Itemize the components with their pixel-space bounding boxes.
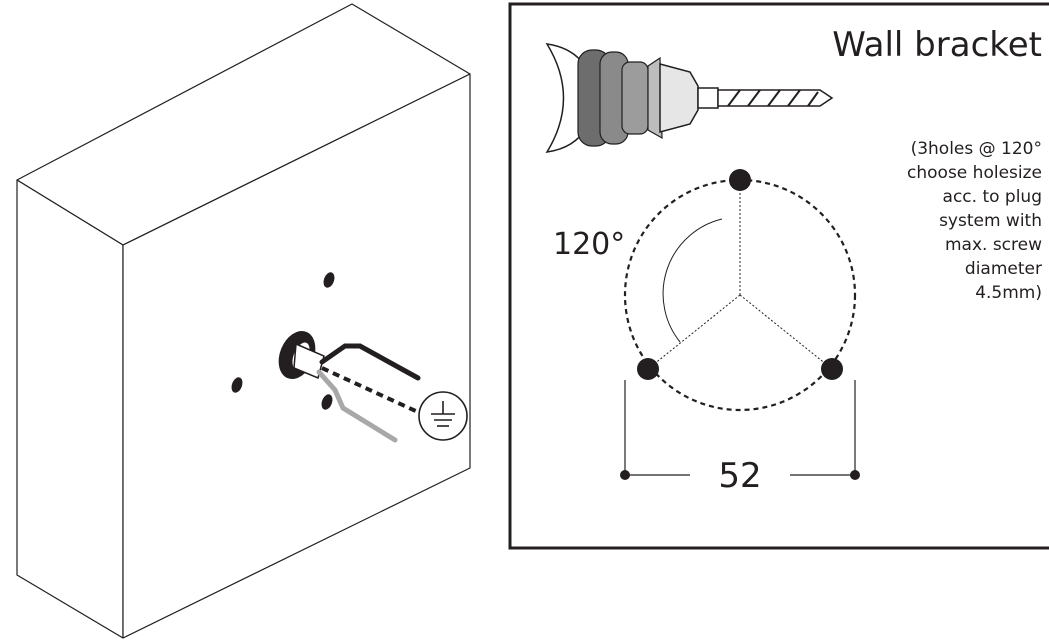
dimension-line	[620, 380, 860, 480]
hole-top	[729, 169, 751, 191]
note-line-5: max. screw	[945, 235, 1042, 255]
box-hole-bottom	[321, 394, 333, 410]
box-left-face	[16, 179, 124, 639]
box-hole-left	[231, 377, 243, 393]
hole-left	[637, 358, 659, 380]
cable-sheath	[293, 342, 325, 380]
note-line-1: (3holes @ 120°	[911, 139, 1042, 159]
note-line-7: 4.5mm)	[975, 283, 1042, 303]
radial-lines	[647, 180, 833, 370]
dimension-label: 52	[718, 456, 761, 496]
angle-label: 120°	[553, 227, 625, 262]
wall-box	[16, 3, 471, 639]
box-mounting-holes	[231, 272, 335, 410]
drilling-note: (3holes @ 120° choose holesize acc. to p…	[907, 139, 1042, 303]
angle-arc	[662, 218, 723, 343]
bracket-panel-frame	[508, 2, 1049, 550]
panel-title: Wall bracket	[832, 25, 1042, 65]
wire-black	[319, 343, 421, 381]
box-hole-top	[323, 272, 335, 288]
note-line-6: diameter	[965, 259, 1042, 279]
hole-saw-drill-icon	[545, 43, 834, 153]
hole-pattern	[623, 169, 857, 412]
cable-entry	[278, 330, 421, 443]
wire-ground-dashed	[321, 366, 421, 415]
note-line-3: acc. to plug	[943, 187, 1042, 207]
note-line-4: system with	[939, 211, 1042, 231]
wire-grey	[316, 369, 398, 443]
note-line-2: choose holesize	[907, 163, 1042, 183]
hole-right	[821, 358, 843, 380]
ground-symbol-icon	[418, 391, 468, 441]
